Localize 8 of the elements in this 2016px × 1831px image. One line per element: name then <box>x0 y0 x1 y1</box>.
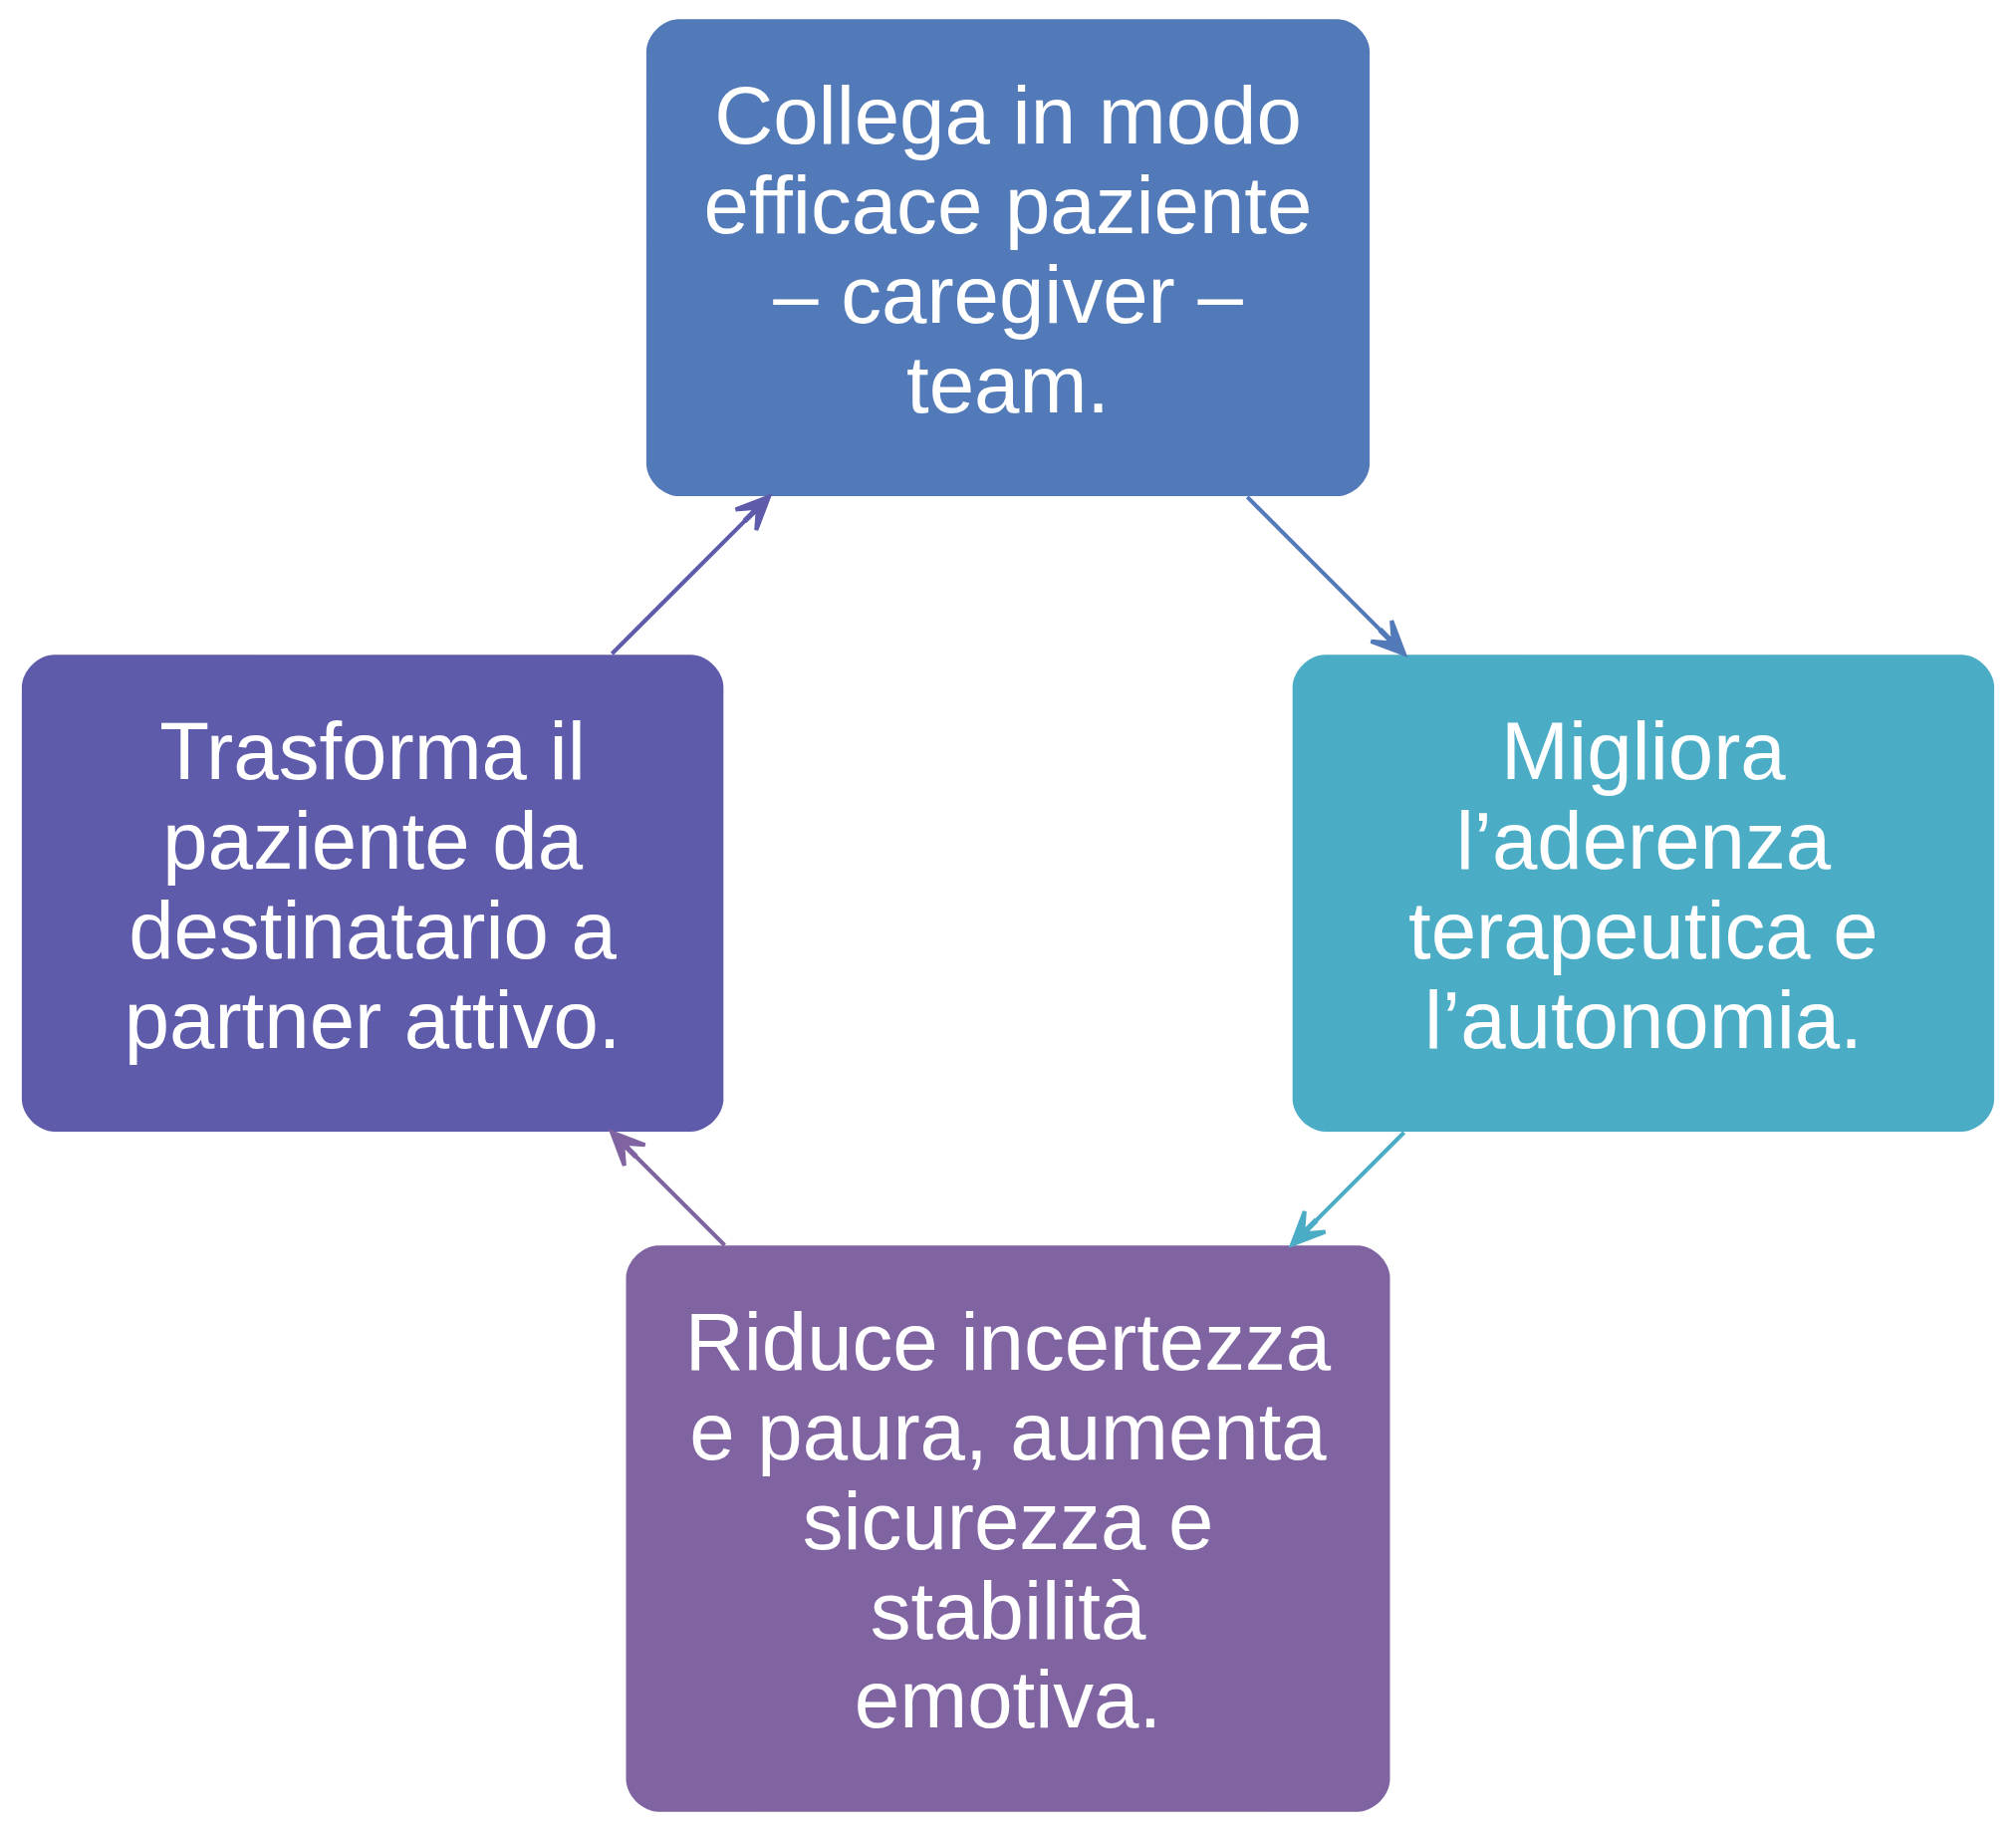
arrow <box>610 1130 726 1247</box>
arrow <box>1245 495 1406 656</box>
arrow <box>610 494 771 655</box>
node-box: Riduce incertezza e paura, aumenta sicurezza e stabilità emotiva. <box>626 1245 1390 1812</box>
node-box: Collega in modo efficace paziente – caregiver – team. <box>645 19 1371 496</box>
node-box: Migliora l’aderenza terapeutica e l’autonomia. <box>1292 654 1995 1132</box>
node-box: Trasforma il paziente da destinatario a partner attivo. <box>21 654 724 1132</box>
arrow <box>1290 1131 1406 1247</box>
